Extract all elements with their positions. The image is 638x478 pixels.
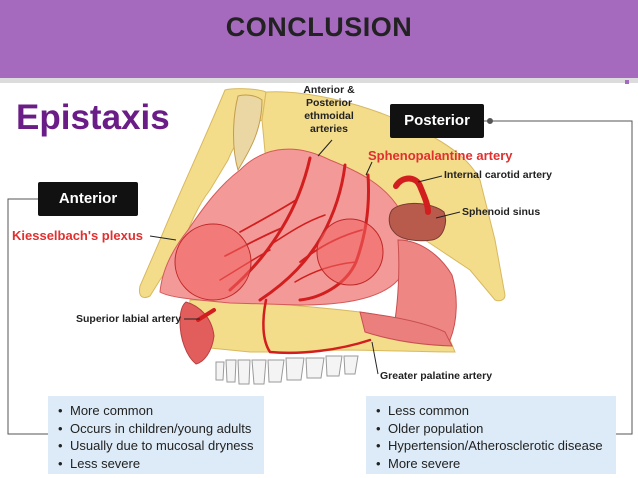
- posterior-tag: Posterior: [390, 104, 484, 138]
- list-item: Less severe: [58, 455, 256, 473]
- ethmoidal-arteries-label: Anterior & Posterior ethmoidal arteries: [303, 84, 355, 135]
- labial-artery-segment: [196, 308, 216, 322]
- posterior-summary-box: Less common Older population Hypertensio…: [366, 396, 616, 474]
- list-item: Older population: [376, 420, 608, 438]
- header-bar: CONCLUSION: [0, 0, 638, 78]
- list-item: More severe: [376, 455, 608, 473]
- anterior-tag: Anterior: [38, 182, 138, 216]
- kiesselbach-area: [174, 223, 252, 301]
- divider-accent: [625, 80, 629, 84]
- slide-title: CONCLUSION: [225, 12, 413, 42]
- anterior-summary-box: More common Occurs in children/young adu…: [48, 396, 264, 474]
- internal-carotid-artery: [393, 175, 431, 215]
- leader-lines: [149, 139, 461, 375]
- greater-palatine-artery: [262, 298, 372, 355]
- internal-carotid-label: Internal carotid artery: [444, 169, 552, 181]
- list-item: Less common: [376, 402, 608, 420]
- header-divider: [0, 78, 638, 83]
- anterior-connector: [7, 198, 48, 435]
- pharynx-mucosa: [394, 239, 457, 341]
- list-item: Occurs in children/young adults: [58, 420, 256, 438]
- sphenopalatine-label: Sphenopalantine artery: [368, 148, 513, 163]
- list-item: More common: [58, 402, 256, 420]
- connector-lines: [7, 118, 633, 435]
- posterior-connector: [484, 120, 633, 435]
- kiesselbach-label: Kiesselbach's plexus: [12, 228, 143, 243]
- sphenoid-sinus: [388, 203, 446, 242]
- sphenoid-sinus-label: Sphenoid sinus: [462, 206, 541, 218]
- superior-labial-label: Superior labial artery: [76, 313, 182, 325]
- anterior-points: More common Occurs in children/young adu…: [56, 402, 256, 472]
- list-item: Usually due to mucosal dryness: [58, 437, 256, 455]
- posterior-points: Less common Older population Hypertensio…: [374, 402, 608, 472]
- posterior-bleeding-area: [316, 218, 384, 286]
- teeth: [215, 355, 359, 385]
- greater-palatine-label: Greater palatine artery: [380, 370, 493, 382]
- soft-palate: [359, 311, 453, 347]
- nasal-cartilage-outline: [233, 94, 263, 172]
- figure-title: Epistaxis: [16, 98, 170, 137]
- list-item: Hypertension/Atherosclerotic disease: [376, 437, 608, 455]
